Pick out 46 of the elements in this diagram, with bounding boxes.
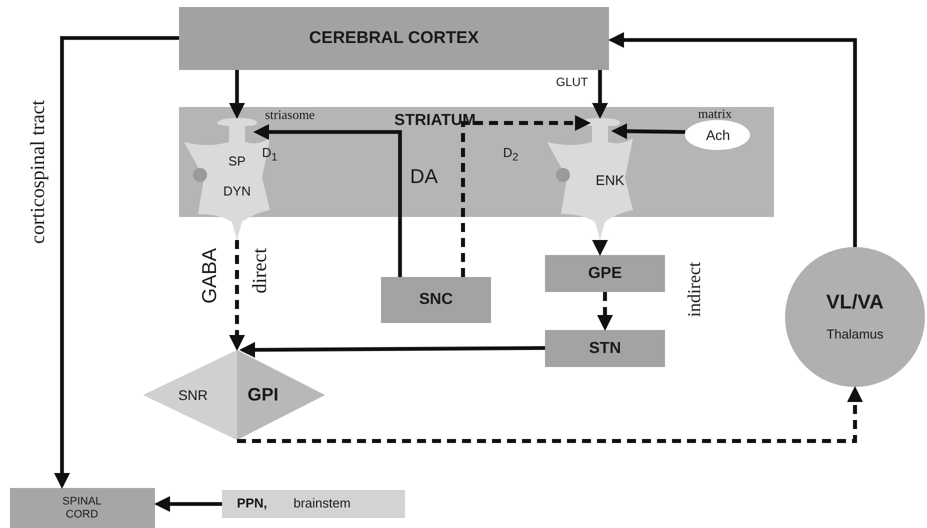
region-label: D$_{1}$	[262, 146, 278, 164]
node-label: SNR	[178, 386, 208, 404]
arrow	[461, 115, 591, 277]
split-diamond	[143, 350, 325, 440]
nucleus-box	[545, 255, 665, 292]
nucleus-box	[381, 277, 491, 323]
brain-region-box	[179, 7, 609, 70]
arrow	[237, 386, 863, 443]
arrow	[597, 292, 613, 331]
node-label: GPI	[248, 384, 278, 406]
arrow	[611, 123, 686, 140]
node-label: DYN	[223, 184, 251, 200]
node-label: Ach	[706, 126, 730, 144]
spinal-cord-box	[10, 488, 155, 528]
node-label: SP	[228, 154, 246, 170]
node-label: VL/VA	[826, 292, 884, 314]
node-label: CEREBRAL CORTEX	[309, 28, 479, 48]
node-label: STRIATUM	[394, 112, 476, 130]
node-label: GPE	[588, 264, 622, 284]
vertical-label: direct	[250, 248, 270, 294]
arrow	[154, 496, 222, 512]
node-label: STN	[589, 340, 621, 358]
vertical-label: GABA	[200, 248, 220, 304]
arrow	[592, 240, 608, 256]
region-label: GLUT	[556, 76, 588, 88]
region-label: D$_{2}$	[503, 146, 518, 164]
node-label: PPN,	[236, 496, 268, 512]
region-label: DA	[410, 167, 438, 187]
node-label: SNC	[419, 290, 453, 310]
brainstem-box	[222, 490, 405, 518]
node-label: brainstem	[293, 496, 351, 512]
region-label: striasome	[265, 108, 315, 121]
arrow	[54, 36, 179, 489]
node-label: ENK	[596, 172, 624, 188]
arrow	[239, 342, 546, 358]
arrow	[253, 124, 402, 277]
vertical-label: indirect	[685, 262, 703, 317]
node-label: Thalamus	[826, 328, 884, 342]
arrow	[608, 32, 857, 247]
arrow	[229, 70, 245, 119]
arrow	[229, 240, 245, 351]
vertical-label: corticospinal tract	[28, 100, 48, 244]
node-label: SPINAL CORD	[61, 495, 103, 521]
arrow	[592, 70, 608, 119]
nucleus-box	[545, 330, 665, 367]
region-label: matrix	[698, 107, 732, 120]
